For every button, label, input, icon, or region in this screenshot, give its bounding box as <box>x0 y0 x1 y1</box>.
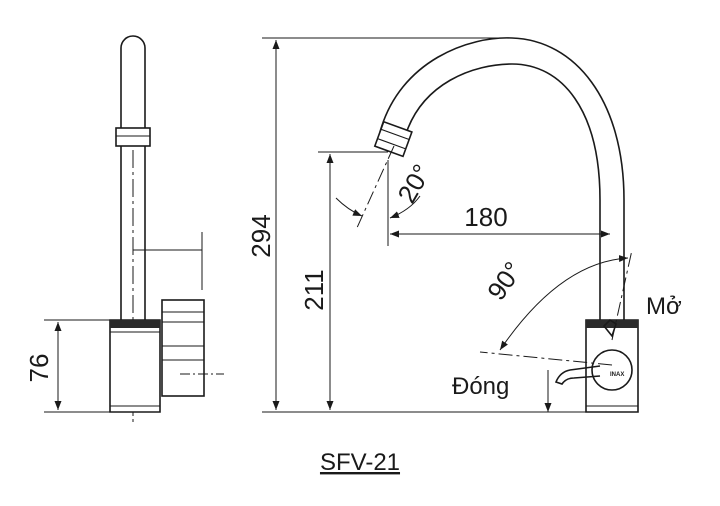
nozzle-axis-line <box>355 145 395 231</box>
side-tube-collar <box>115 127 151 147</box>
angle-90-arc <box>499 255 629 351</box>
handle-angle-label: 90° <box>481 256 528 305</box>
front-view: INAX <box>335 37 639 413</box>
close-label: Đóng <box>452 373 509 400</box>
brand-logo-mark: INAX <box>610 372 624 378</box>
front-spout-outer <box>379 37 625 320</box>
side-view <box>44 35 224 422</box>
total-height-label: 294 <box>246 214 276 257</box>
side-spout-tube <box>120 35 146 320</box>
front-handle-hub <box>591 349 633 391</box>
handle-close-axis <box>479 351 613 366</box>
dimension-lines <box>262 37 610 413</box>
side-handle-block <box>161 299 205 397</box>
handle-open-axis <box>611 249 633 341</box>
side-body-base <box>109 319 161 413</box>
spout-nozzle <box>373 120 413 158</box>
front-lever <box>554 365 601 385</box>
reach-label: 180 <box>464 202 507 232</box>
base-height-label: 76 <box>24 354 54 383</box>
open-label: Mở <box>646 293 682 320</box>
front-spout-inner <box>403 63 601 320</box>
spout-height-label: 211 <box>299 269 329 310</box>
model-label: SFV-21 <box>320 449 400 476</box>
angle-20-arc-right <box>389 195 421 219</box>
angle-20-arc-left <box>335 197 363 217</box>
spout-angle-label: 20° <box>391 159 437 208</box>
